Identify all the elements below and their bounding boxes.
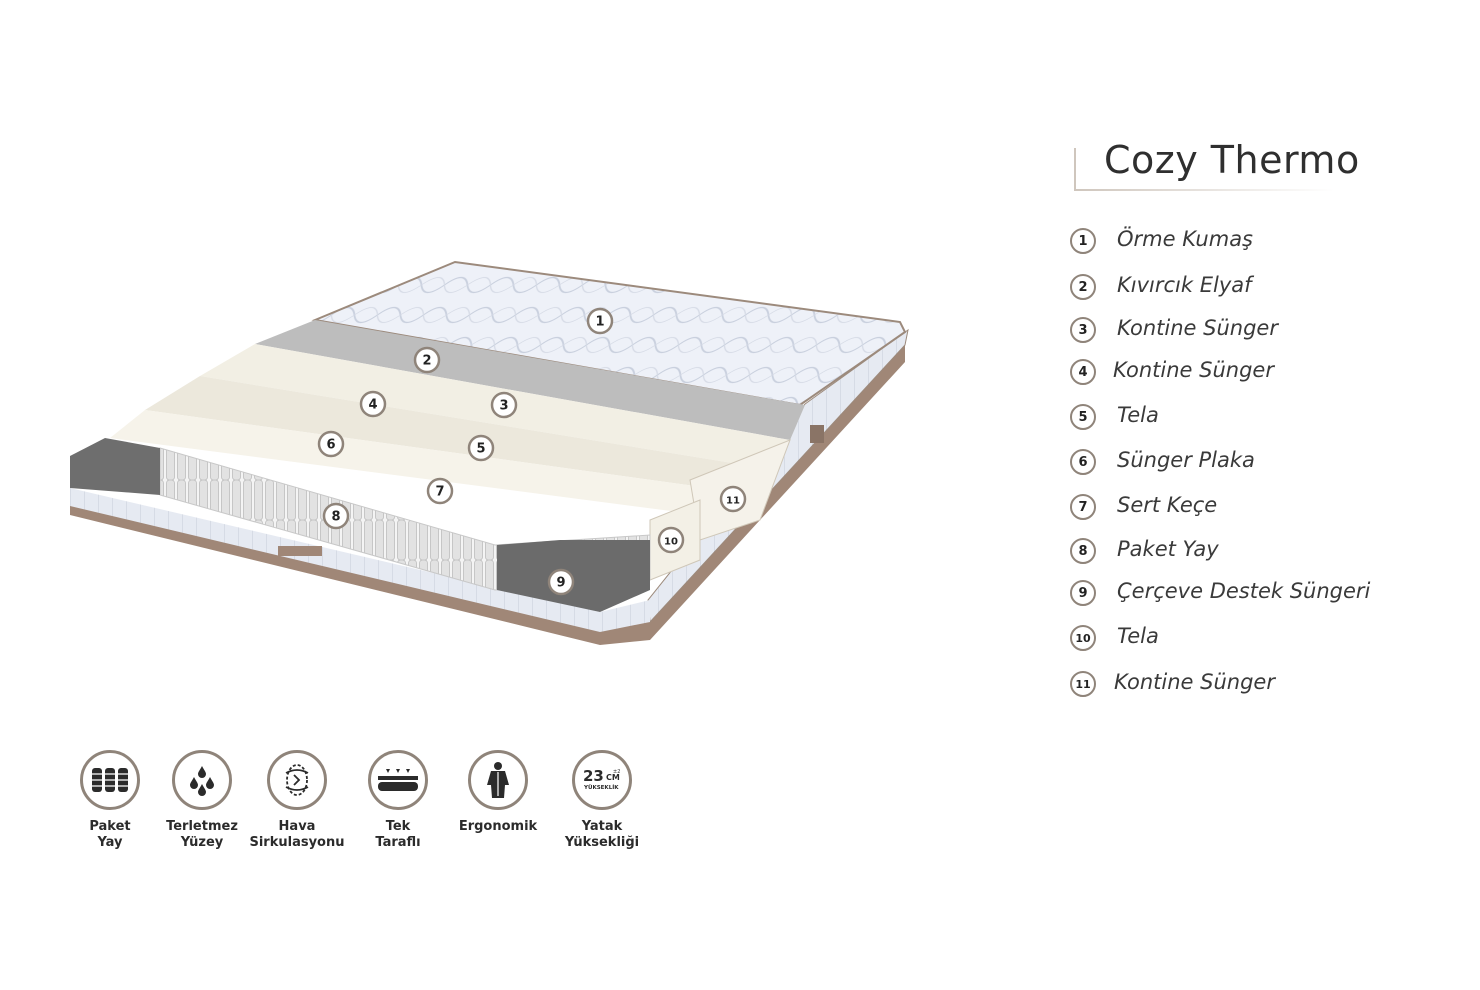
legend-item: 3 Kontine Sünger (1068, 316, 1468, 350)
legend-item: 4 Kontine Sünger (1068, 358, 1468, 392)
feature-label: Hava Sirkulasyonu (249, 819, 345, 850)
feature-yatak-yuksekligi: 23 ±2 CM YÜKSEKLİK Yatak Yüksekliği (547, 750, 657, 851)
legend-item: 8 Paket Yay (1068, 537, 1468, 571)
feature-label: Terletmez Yüzey (166, 819, 238, 850)
legend-label: Tela (1117, 624, 1159, 648)
legend-number-badge: 3 (1070, 317, 1096, 343)
legend-number-badge: 10 (1070, 625, 1096, 651)
diagram-marker-10: 10 (657, 526, 685, 554)
legend-number-badge: 11 (1070, 671, 1096, 697)
height-23cm-icon: 23 ±2 CM YÜKSEKLİK (572, 750, 632, 810)
legend-item: 10 Tela (1068, 624, 1468, 658)
height-badge-unit: CM (606, 773, 620, 782)
diagram-marker-label: 5 (476, 442, 485, 457)
legend-item: 5 Tela (1068, 403, 1468, 437)
feature-label: Yatak Yüksekliği (564, 819, 640, 850)
diagram-marker-9: 9 (547, 568, 575, 596)
feature-terletmez-yuzey: Terletmez Yüzey (147, 750, 257, 851)
diagram-marker-label: 1 (595, 315, 604, 330)
mattress-cutaway-diagram: 1 2 3 4 5 6 7 8 9 10 11 (70, 260, 909, 645)
air-circulation-icon (267, 750, 327, 810)
diagram-marker-label: 3 (499, 399, 508, 414)
legend-number-badge: 2 (1070, 274, 1096, 300)
legend-label: Kıvırcık Elyaf (1117, 273, 1252, 297)
legend-label: Kontine Sünger (1117, 316, 1278, 340)
legend-item: 7 Sert Keçe (1068, 493, 1468, 527)
diagram-marker-5: 5 (467, 434, 495, 462)
legend-item: 1 Örme Kumaş (1068, 227, 1468, 261)
diagram-marker-11: 11 (719, 485, 747, 513)
diagram-marker-8: 8 (322, 502, 350, 530)
legend-number-badge: 1 (1070, 228, 1096, 254)
diagram-marker-circle (359, 390, 387, 418)
diagram-marker-6: 6 (317, 430, 345, 458)
diagram-marker-label: 11 (726, 496, 740, 507)
legend-number-badge: 7 (1070, 494, 1096, 520)
single-sided-icon (368, 750, 428, 810)
diagram-marker-label: 8 (331, 510, 340, 525)
feature-hava-sirkulasyonu: Hava Sirkulasyonu (242, 750, 352, 851)
title-block: Cozy Thermo (1074, 138, 1374, 192)
feature-label: Ergonomik (458, 819, 538, 834)
feature-label: Tek Taraflı (375, 819, 421, 850)
feature-label: Paket Yay (89, 819, 131, 850)
legend-label: Kontine Sünger (1114, 670, 1275, 694)
diagram-marker-circle (657, 526, 685, 554)
height-badge-number: 23 (583, 767, 604, 785)
diagram-marker-circle (586, 307, 614, 335)
diagram-marker-7: 7 (426, 477, 454, 505)
water-drops-icon (172, 750, 232, 810)
diagram-marker-3: 3 (490, 391, 518, 419)
diagram-marker-circle (467, 434, 495, 462)
title-underline (1074, 189, 1334, 191)
legend-item: 11 Kontine Sünger (1068, 670, 1468, 704)
feature-tek-tarafli: Tek Taraflı (343, 750, 453, 851)
diagram-marker-circle (426, 477, 454, 505)
diagram-marker-4: 4 (359, 390, 387, 418)
legend-label: Çerçeve Destek Süngeri (1117, 579, 1371, 603)
product-title: Cozy Thermo (1104, 138, 1360, 182)
legend-label: Örme Kumaş (1117, 227, 1253, 251)
diagram-marker-circle (547, 568, 575, 596)
height-badge-text: YÜKSEKLİK (583, 784, 619, 791)
feature-paket-yay: Paket Yay (55, 750, 165, 851)
diagram-marker-label: 9 (556, 576, 565, 591)
diagram-marker-circle (490, 391, 518, 419)
diagram-marker-circle (317, 430, 345, 458)
diagram-marker-label: 10 (664, 537, 678, 548)
diagram-marker-2: 2 (413, 346, 441, 374)
diagram-marker-label: 4 (368, 398, 377, 413)
diagram-marker-circle (322, 502, 350, 530)
height-badge-small: ±2 (613, 769, 620, 775)
diagram-marker-label: 6 (326, 438, 335, 453)
legend-label: Sert Keçe (1117, 493, 1218, 517)
legend-number-badge: 5 (1070, 404, 1096, 430)
legend-label: Paket Yay (1117, 537, 1219, 561)
feature-ergonomik: Ergonomik (443, 750, 553, 835)
legend-label: Sünger Plaka (1117, 448, 1255, 472)
diagram-marker-circle (413, 346, 441, 374)
legend-number-badge: 8 (1070, 538, 1096, 564)
diagram-marker-label: 2 (422, 354, 431, 369)
legend-label: Kontine Sünger (1113, 358, 1274, 382)
legend-item: 6 Sünger Plaka (1068, 448, 1468, 482)
legend-item: 9 Çerçeve Destek Süngeri (1068, 579, 1468, 613)
diagram-marker-1: 1 (586, 307, 614, 335)
diagram-marker-label: 7 (435, 485, 444, 500)
title-accent-bar (1074, 148, 1076, 190)
legend-number-badge: 4 (1070, 359, 1096, 385)
legend-number-badge: 6 (1070, 449, 1096, 475)
legend-label: Tela (1117, 403, 1159, 427)
legend-number-badge: 9 (1070, 580, 1096, 606)
legend-item: 2 Kıvırcık Elyaf (1068, 273, 1468, 307)
ergonomic-body-icon (468, 750, 528, 810)
spring-coils-icon (80, 750, 140, 810)
diagram-marker-circle (719, 485, 747, 513)
